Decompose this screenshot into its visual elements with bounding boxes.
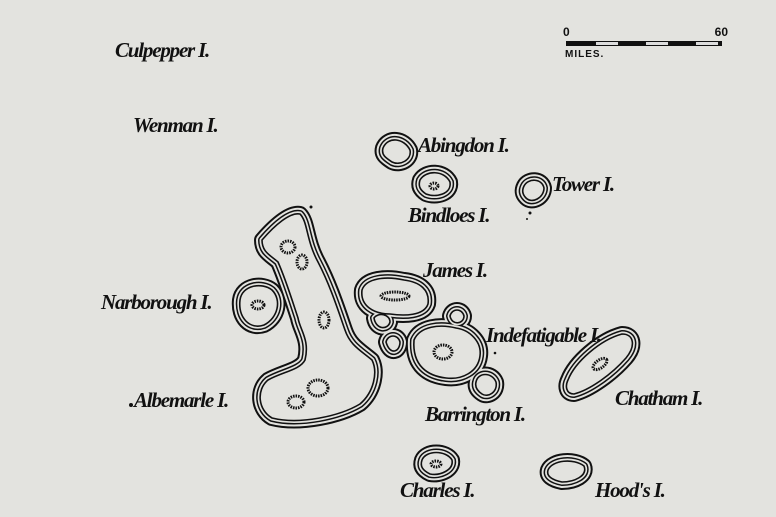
label-barrington: Barrington I. — [425, 402, 526, 426]
scale-bar: 0 60 MILES. — [563, 25, 728, 69]
label-wenman: Wenman I. — [133, 113, 219, 137]
label-narborough: Narborough I. — [101, 290, 213, 314]
label-bindloes: Bindloes I. — [408, 203, 491, 227]
volcano-craters — [250, 181, 609, 469]
label-culpepper: Culpepper I. — [115, 38, 210, 62]
label-abingdon: Abingdon I. — [418, 133, 510, 157]
scale-unit: MILES. — [565, 49, 605, 60]
scale-end: 60 — [714, 25, 728, 39]
label-charles: Charles I. — [400, 478, 476, 502]
label-hoods: Hood's I. — [595, 478, 666, 502]
label-indefatigable: Indefatigable I. — [486, 323, 602, 347]
scale-line — [566, 41, 722, 46]
label-tower: Tower I. — [552, 172, 615, 196]
label-chatham: Chatham I. — [615, 386, 703, 410]
label-james: James I. — [423, 258, 488, 282]
label-albemarle: Albemarle I. — [134, 388, 229, 412]
islet-dots — [129, 205, 532, 407]
scale-start: 0 — [563, 25, 570, 39]
